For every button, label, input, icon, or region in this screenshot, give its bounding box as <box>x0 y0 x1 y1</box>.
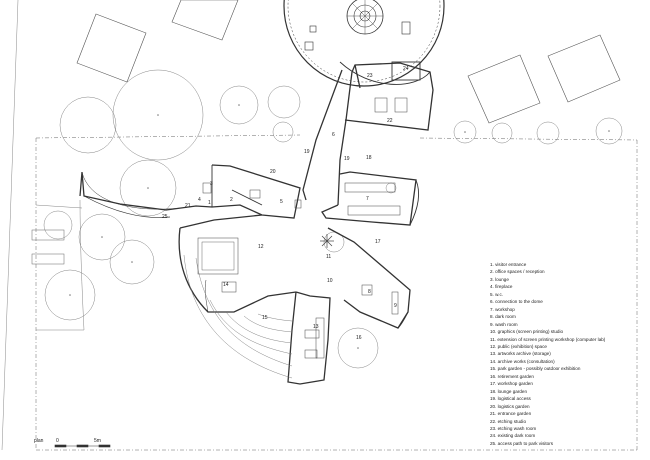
existing-dome <box>283 0 445 87</box>
tree <box>43 210 73 240</box>
scale-start-label: 0 <box>56 438 59 444</box>
room-label: 5 <box>280 199 283 205</box>
tree <box>267 85 301 119</box>
room-label: 14 <box>223 282 229 288</box>
new-building-walls <box>79 61 434 385</box>
room-label: 4 <box>198 197 201 203</box>
legend-item: 6. connection to the dome <box>490 299 543 305</box>
tree <box>59 96 117 154</box>
legend-item: 23. etching wash room <box>490 425 537 431</box>
tree <box>109 239 155 285</box>
room-label: 11 <box>326 254 331 260</box>
legend-item: 16. retirement garden <box>490 373 534 379</box>
legend-item: 15. park garden - possibly outdoor exhib… <box>490 366 581 372</box>
legend-item: 20. logistics garden <box>490 403 530 409</box>
room-label: 16 <box>356 335 362 341</box>
room-label: 9 <box>394 303 397 309</box>
room-label: 19 <box>344 156 350 162</box>
neighbour-building-1 <box>76 13 147 83</box>
tree <box>112 69 204 161</box>
room-label: 12 <box>258 244 264 250</box>
room-label: 23 <box>367 73 373 79</box>
legend-item: 8. dark room <box>490 314 516 320</box>
room-label: 15 <box>262 315 268 321</box>
legend-item: 14. archive works (consultation) <box>490 358 555 364</box>
room-label: 21 <box>185 203 191 209</box>
trees <box>43 69 623 369</box>
tree <box>453 120 477 144</box>
legend-item: 4. fireplace <box>490 284 513 290</box>
tree <box>272 121 294 143</box>
legend-item: 1. visitor entrance <box>490 262 527 267</box>
legend-item: 11. extension of screen printing worksho… <box>490 336 606 342</box>
tree <box>385 182 397 194</box>
tree <box>44 269 96 321</box>
room-label: 2 <box>230 197 233 203</box>
tree <box>119 159 177 217</box>
tree <box>595 117 623 145</box>
room-label: 20 <box>270 169 276 175</box>
legend-item: 5. w.c. <box>490 291 504 297</box>
room-label: 19 <box>304 149 310 155</box>
scale-bar <box>54 444 111 448</box>
tree <box>337 327 379 369</box>
legend-item: 3. lounge <box>490 276 509 282</box>
room-label: 6 <box>332 132 335 138</box>
left-site-edge <box>1 0 19 451</box>
legend-item: 21. entrance garden <box>490 411 532 417</box>
legend-item: 10. graphics (screen printing) studio <box>490 329 564 335</box>
neighbour-building-4 <box>547 34 621 103</box>
legend-item: 22. etching studio <box>490 418 527 424</box>
neighbour-building-3 <box>467 54 541 124</box>
room-label: 10 <box>327 278 333 284</box>
garden-pads <box>31 229 65 265</box>
legend-item: 13. artworks archive (storage) <box>490 351 551 357</box>
room-label: 18 <box>366 155 372 161</box>
furniture <box>197 97 408 359</box>
legend-item: 17. workshop garden <box>490 381 533 387</box>
room-label: 3 <box>210 181 213 187</box>
room-label: 22 <box>387 118 393 124</box>
room-label: 17 <box>375 239 381 245</box>
tree <box>78 213 126 261</box>
room-label: 25 <box>162 214 168 220</box>
room-label: 7 <box>366 196 369 202</box>
plan-legend: 1. visitor entrance 2. office spaces / r… <box>490 261 648 447</box>
park-garden-paths <box>35 199 293 379</box>
legend-item: 24. existing dark room <box>490 433 536 439</box>
room-number-labels: 1 2 3 4 5 6 7 8 9 10 11 12 13 14 15 16 1… <box>162 66 409 341</box>
legend-item: 12. public (exhibition) space <box>490 343 547 349</box>
legend-item: 25. access path to park visitors <box>490 440 554 446</box>
tree <box>323 231 345 253</box>
tree <box>219 85 259 125</box>
legend-item: 9. wash room <box>490 321 518 327</box>
tree <box>536 121 560 145</box>
plan-caption: plan <box>34 438 44 444</box>
legend-item: 19. logistical access <box>490 396 531 402</box>
neighbour-buildings <box>76 0 621 124</box>
neighbour-building-2 <box>171 0 239 41</box>
legend-item: 2. office spaces / reception <box>490 269 545 275</box>
room-label: 24 <box>403 66 409 72</box>
scale-end-label: 5m <box>94 438 101 444</box>
legend-item: 7. workshop <box>490 306 515 312</box>
legend-item: 18. lounge garden <box>490 388 528 394</box>
room-label: 1 <box>208 200 211 206</box>
column-star <box>320 234 334 248</box>
room-label: 13 <box>313 324 319 330</box>
room-label: 8 <box>368 289 371 295</box>
tree <box>491 122 513 144</box>
